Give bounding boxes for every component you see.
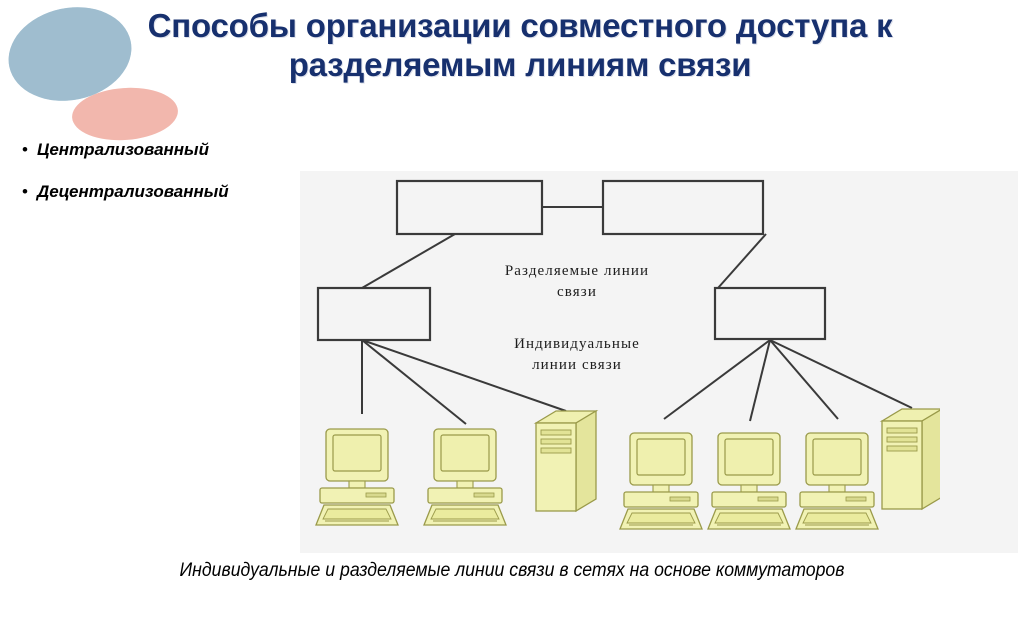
shared-lines-label-line2: связи [557,284,597,300]
list-item: • Децентрализованный [22,182,229,202]
device-group-right [619,408,940,530]
link-midleft-pc2 [361,339,467,425]
switch-mid-right [713,286,827,341]
link-topright-midright [717,233,767,289]
switch-top-right [601,179,765,236]
diagram-text-labels: Разделяемые линии связи Индивидуальные л… [505,263,649,373]
bullet-marker-icon: • [22,182,28,201]
link-midright-pc2 [749,339,771,422]
diagram-switch-boxes [316,179,827,342]
device-server-left [535,410,597,512]
list-item: • Централизованный [22,140,229,160]
device-server-right [881,408,940,510]
device-pc-left-1 [315,428,399,526]
decorative-pink-ellipse [70,84,180,144]
link-topleft-midleft [361,233,456,289]
device-pc-right-2 [707,432,791,530]
device-pc-right-3 [795,432,879,530]
bullet-label-decentralized: Децентрализованный [36,182,229,201]
link-midright-pc3 [769,339,839,420]
bullet-label-centralized: Централизованный [36,140,209,159]
device-group-left [315,410,597,526]
page-title: Способы организации совместного доступа … [147,7,893,83]
bullet-list: • Централизованный • Децентрализованный [22,140,229,224]
device-pc-right-1 [619,432,703,530]
switch-top-left [395,179,544,236]
shared-lines-label-line1: Разделяемые линии [505,263,649,279]
diagram-connection-lines [361,206,913,425]
device-pc-left-2 [423,428,507,526]
switch-mid-left [316,286,432,342]
link-midright-server [769,339,913,409]
individual-lines-label-line2: линии связи [532,357,622,373]
slide-caption: Индивидуальные и разделяемые линии связи… [179,560,845,581]
network-diagram-panel: Разделяемые линии связи Индивидуальные л… [300,171,940,553]
link-midright-pc1 [663,339,771,420]
bullet-marker-icon: • [22,140,28,159]
individual-lines-label-line1: Индивидуальные [514,336,640,352]
link-midleft-server [361,339,567,412]
